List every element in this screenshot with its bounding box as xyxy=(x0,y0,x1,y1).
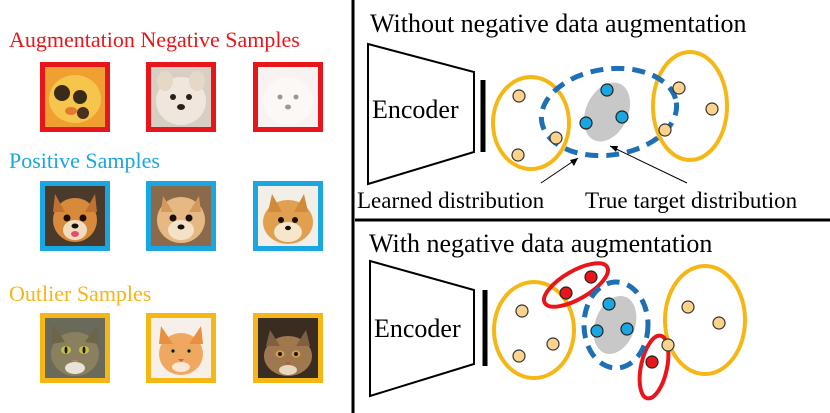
faded-dog-icon xyxy=(258,67,318,127)
bottom-positive-point xyxy=(620,322,634,336)
bottom-encoder-trapezoid xyxy=(369,259,475,398)
bottom-outlier-point xyxy=(712,316,726,330)
bottom-outlier-point xyxy=(661,338,675,352)
cat-icon xyxy=(151,318,211,378)
dog-icon xyxy=(151,186,211,246)
top-positive-point xyxy=(600,83,614,97)
bottom-negative-ellipse-top xyxy=(542,261,610,309)
augmentation-thumb-2 xyxy=(146,62,216,132)
bottom-outlier-ellipse-right xyxy=(663,264,747,376)
top-learned-distribution xyxy=(538,65,680,159)
bottom-negative-point xyxy=(645,355,659,369)
top-outlier-point xyxy=(511,148,525,162)
bottom-positive-point xyxy=(602,297,616,311)
augmentation-thumb-3 xyxy=(253,62,323,132)
bottom-negative-point xyxy=(584,270,598,284)
top-outlier-point xyxy=(512,89,526,103)
bottom-learned-distribution xyxy=(581,279,651,371)
outlier-thumb-1 xyxy=(40,313,110,383)
positive-thumb-2 xyxy=(146,181,216,251)
dog-icon xyxy=(258,186,318,246)
top-outlier-point xyxy=(705,102,719,116)
bottom-outlier-point xyxy=(546,337,560,351)
top-panel-title: Without negative data augmentation xyxy=(370,9,747,38)
bottom-true-target-blob xyxy=(593,295,637,355)
top-outlier-ellipse-right xyxy=(651,50,729,162)
bottom-positive-point xyxy=(590,324,604,338)
outlier-samples-title: Outlier Samples xyxy=(9,281,152,306)
top-encoder-label: Encoder xyxy=(372,95,459,124)
cat-icon xyxy=(45,318,105,378)
positive-thumb-3 xyxy=(253,181,323,251)
augmentation-samples-title: Augmentation Negative Samples xyxy=(9,27,300,52)
bottom-negative-ellipse-bottom xyxy=(637,333,671,401)
positive-thumb-1 xyxy=(40,181,110,251)
dog-icon xyxy=(151,67,211,127)
true-pointer-line xyxy=(609,145,688,184)
top-outlier-point xyxy=(549,131,563,145)
bottom-outlier-ellipse-left xyxy=(492,280,576,380)
bottom-outlier-point xyxy=(515,304,529,318)
cat-icon xyxy=(258,318,318,378)
learned-pointer-arrowhead xyxy=(570,158,578,166)
bottom-outlier-point xyxy=(681,300,695,314)
top-positive-point xyxy=(615,110,629,124)
top-outlier-ellipse-left xyxy=(491,75,571,171)
true-target-distribution-label: True target distribution xyxy=(585,188,798,213)
bottom-panel-title: With negative data augmentation xyxy=(369,229,713,258)
dog-icon xyxy=(45,186,105,246)
top-true-target-blob xyxy=(583,82,631,142)
augmentation-thumb-1 xyxy=(40,62,110,132)
outlier-thumb-3 xyxy=(253,313,323,383)
top-outlier-point xyxy=(672,81,686,95)
top-encoder-trapezoid xyxy=(367,42,475,186)
learned-distribution-label: Learned distribution xyxy=(357,188,545,213)
true-pointer-arrowhead xyxy=(610,146,618,152)
blurred-dog-icon xyxy=(45,67,105,127)
outlier-thumb-2 xyxy=(146,313,216,383)
positive-samples-title: Positive Samples xyxy=(9,148,160,173)
bottom-outlier-point xyxy=(512,349,526,363)
top-outlier-point xyxy=(658,123,672,137)
top-positive-point xyxy=(579,116,593,130)
bottom-negative-point xyxy=(559,286,573,300)
bottom-encoder-label: Encoder xyxy=(374,314,461,343)
